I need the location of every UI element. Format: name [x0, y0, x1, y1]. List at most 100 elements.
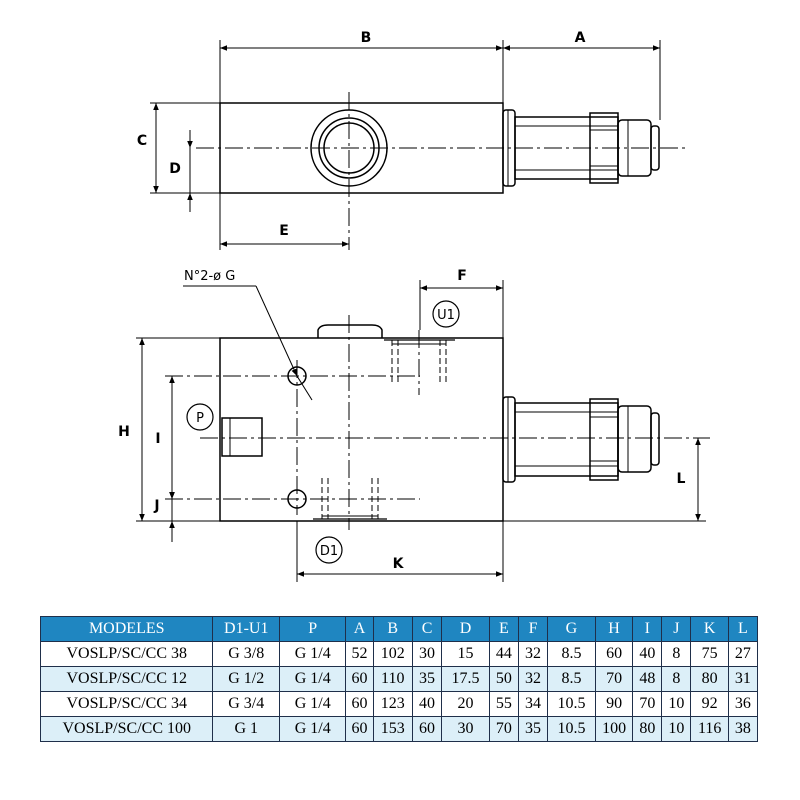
- table-cell: 60: [411, 716, 443, 742]
- header-g: G: [547, 616, 596, 642]
- table-cell: VOSLP/SC/CC 38: [39, 641, 214, 667]
- table-header-row: MODELES D1-U1 P A B C D E F G H I J K L: [39, 616, 759, 642]
- front-view-cartridge-barrel: [514, 402, 619, 477]
- p-port-bore: [221, 417, 263, 457]
- header-c: C: [411, 616, 443, 642]
- table-cell: 10: [661, 716, 692, 742]
- table-cell: G 3/8: [212, 641, 280, 667]
- table-cell: 8.5: [547, 641, 596, 667]
- table-cell: 100: [594, 716, 634, 742]
- table-cell: 35: [517, 716, 549, 742]
- u1-port-marker: [432, 300, 460, 328]
- dim-label-a: A: [575, 30, 586, 46]
- table-cell: 38: [727, 716, 759, 742]
- table-cell: 60: [345, 716, 374, 742]
- p-port-marker: [186, 403, 214, 431]
- table-cell: 80: [632, 716, 663, 742]
- table-cell: 70: [488, 716, 519, 742]
- dim-label-l: L: [677, 471, 686, 487]
- table-cell: G 1/4: [278, 666, 347, 692]
- table-cell: 36: [727, 691, 759, 717]
- table-cell: 31: [727, 666, 759, 692]
- table-cell: 153: [372, 716, 413, 742]
- front-view-cartridge-hex: [589, 398, 619, 481]
- dim-label-d: D: [169, 161, 181, 177]
- table-cell: 15: [441, 641, 490, 667]
- header-k: K: [690, 616, 729, 642]
- table-cell: 123: [372, 691, 413, 717]
- header-e: E: [488, 616, 519, 642]
- table-cell: 60: [594, 641, 634, 667]
- header-d: D: [441, 616, 490, 642]
- dimensions-table: MODELES D1-U1 P A B C D E F G H I J K L …: [39, 616, 759, 742]
- table-cell: 32: [517, 666, 549, 692]
- technical-drawing: B A C D E: [118, 30, 710, 582]
- front-view-cartridge-collar: [502, 396, 516, 483]
- table-cell: 52: [345, 641, 374, 667]
- dim-label-h: H: [118, 424, 130, 440]
- header-f: F: [517, 616, 549, 642]
- header-b: B: [372, 616, 413, 642]
- table-cell: 80: [690, 666, 729, 692]
- table-cell: 30: [441, 716, 490, 742]
- table-cell: 8.5: [547, 666, 596, 692]
- table-cell: 27: [727, 641, 759, 667]
- d1-port-label: D1: [320, 544, 338, 559]
- header-d1-u1: D1-U1: [212, 616, 280, 642]
- table-cell: 20: [441, 691, 490, 717]
- table-cell: G 1/2: [212, 666, 280, 692]
- dim-label-e: E: [279, 223, 289, 239]
- table-cell: 60: [345, 691, 374, 717]
- table-cell: 116: [690, 716, 729, 742]
- table-cell: 8: [661, 666, 692, 692]
- table-cell: 60: [345, 666, 374, 692]
- table-cell: G 1/4: [278, 691, 347, 717]
- table-cell: 75: [690, 641, 729, 667]
- table-cell: VOSLP/SC/CC 100: [39, 716, 214, 742]
- table-cell: 44: [488, 641, 519, 667]
- table-cell: 40: [632, 641, 663, 667]
- table-cell: 92: [690, 691, 729, 717]
- table-cell: G 1/4: [278, 641, 347, 667]
- front-view-cartridge-cap: [617, 405, 652, 473]
- dim-label-i: I: [155, 431, 160, 447]
- table-cell: G 1/4: [278, 716, 347, 742]
- header-p: P: [278, 616, 347, 642]
- table-cell: 35: [411, 666, 443, 692]
- table-cell: 10: [661, 691, 692, 717]
- table-cell: 50: [488, 666, 519, 692]
- header-a: A: [345, 616, 374, 642]
- header-h: H: [594, 616, 634, 642]
- table-cell: 17.5: [441, 666, 490, 692]
- table-cell: 110: [372, 666, 413, 692]
- table-cell: 48: [632, 666, 663, 692]
- table-cell: 8: [661, 641, 692, 667]
- dim-label-k: K: [393, 556, 405, 572]
- table-cell: G 1: [212, 716, 280, 742]
- dim-label-f: F: [457, 268, 467, 284]
- table-cell: 70: [632, 691, 663, 717]
- table-cell: 34: [517, 691, 549, 717]
- table-cell: 55: [488, 691, 519, 717]
- d1-port-marker: [315, 536, 343, 564]
- table-cell: 90: [594, 691, 634, 717]
- table-cell: 10.5: [547, 691, 596, 717]
- front-view-top-boss: [317, 324, 383, 338]
- header-l: L: [727, 616, 759, 642]
- table-cell: 102: [372, 641, 413, 667]
- table-cell: 40: [411, 691, 443, 717]
- dim-label-c: C: [137, 133, 147, 149]
- table-cell: 10.5: [547, 716, 596, 742]
- p-port-label: P: [196, 411, 204, 426]
- header-i: I: [632, 616, 663, 642]
- table-cell: 30: [411, 641, 443, 667]
- table-cell: VOSLP/SC/CC 12: [39, 666, 214, 692]
- front-view: [219, 324, 660, 522]
- header-j: J: [661, 616, 692, 642]
- u1-port-label: U1: [437, 308, 455, 323]
